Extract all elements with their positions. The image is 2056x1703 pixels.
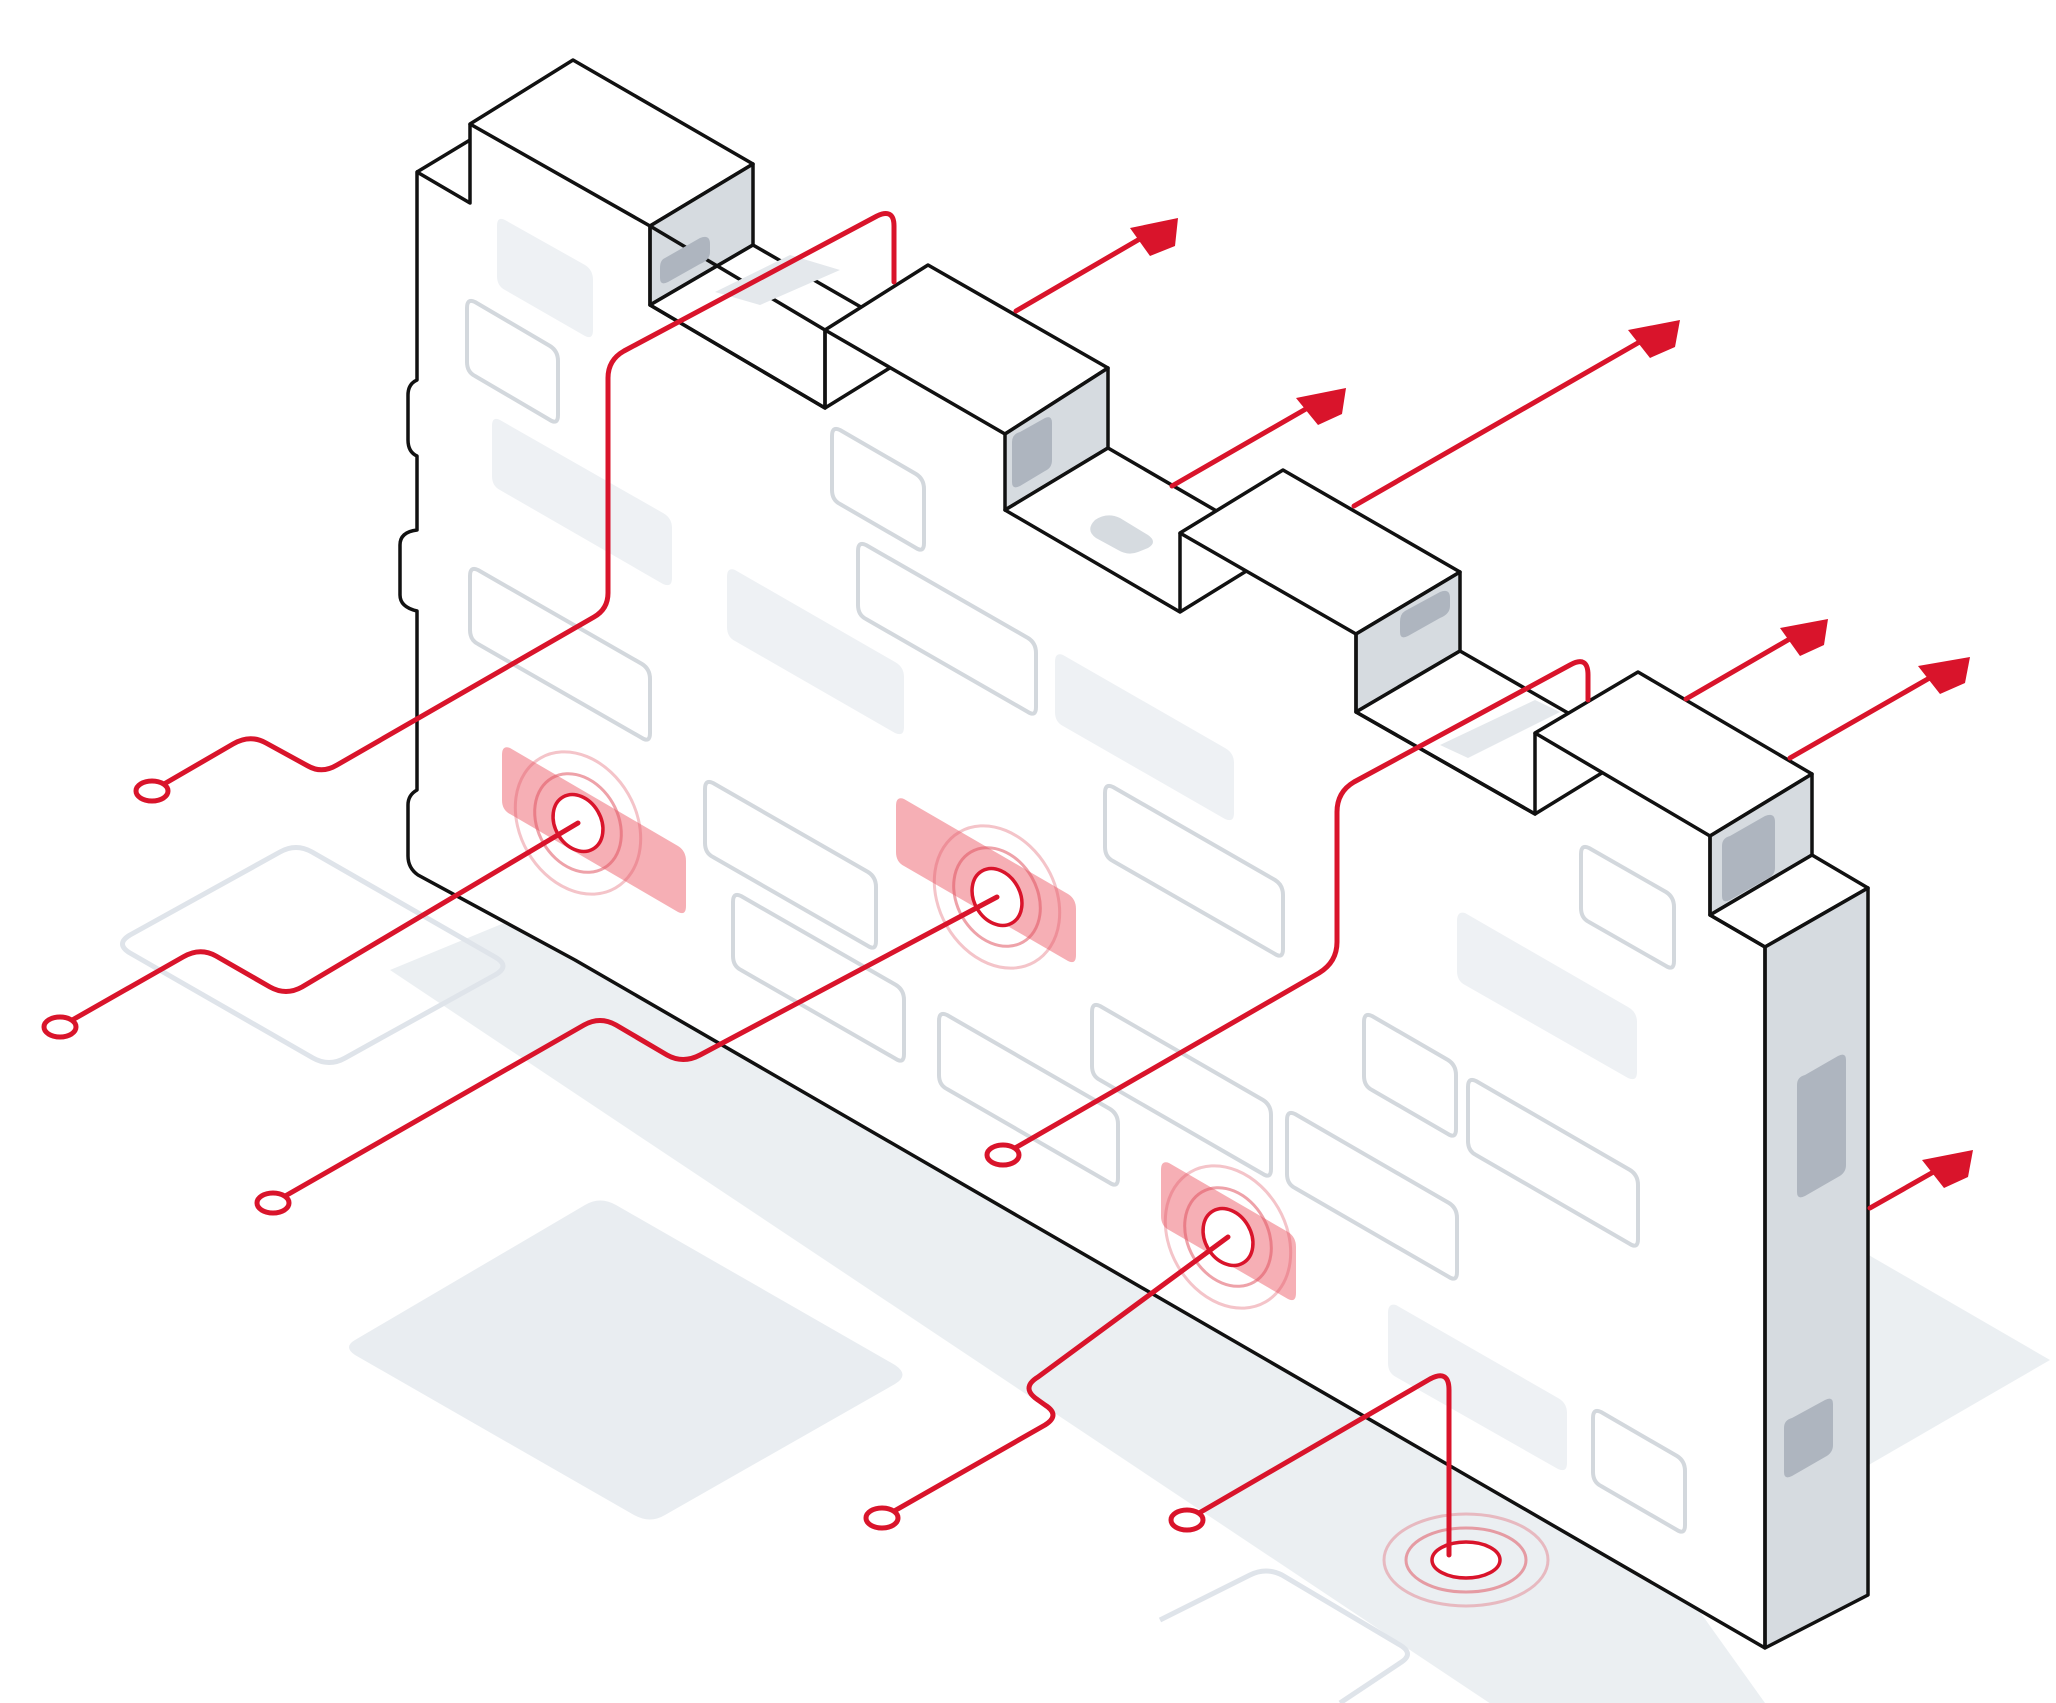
outbound-arrows (1013, 218, 1973, 1211)
arrow-icon (1683, 619, 1828, 702)
connection-node-icon (1168, 1507, 1206, 1533)
connection-line-4 (1000, 659, 1591, 1158)
connection-line-1 (149, 211, 897, 794)
wall-blocks (465, 218, 1687, 1534)
connection-node-icon (984, 1142, 1022, 1168)
connection-node-icon (254, 1190, 292, 1216)
inbound-connection-lines (57, 211, 1591, 1558)
connection-line-5 (879, 1234, 1231, 1521)
arrow-icon (1169, 388, 1346, 489)
connection-nodes (41, 778, 1206, 1533)
arrow-icon (1867, 1150, 1973, 1211)
connection-line-3 (270, 894, 1000, 1206)
connection-line-2 (57, 820, 581, 1030)
connection-node-icon (863, 1505, 901, 1531)
arrow-icon (1787, 657, 1970, 761)
connection-line-6 (1184, 1373, 1452, 1558)
tower-slots (660, 236, 1846, 1478)
wall-front-face (408, 124, 1765, 1648)
arrow-icon (1013, 218, 1178, 314)
floor-outlines (120, 845, 1410, 1703)
wall-outline (398, 124, 1766, 1650)
connection-node-icon (133, 778, 171, 804)
connection-node-icon (41, 1014, 79, 1040)
arrow-icon (1351, 320, 1680, 509)
